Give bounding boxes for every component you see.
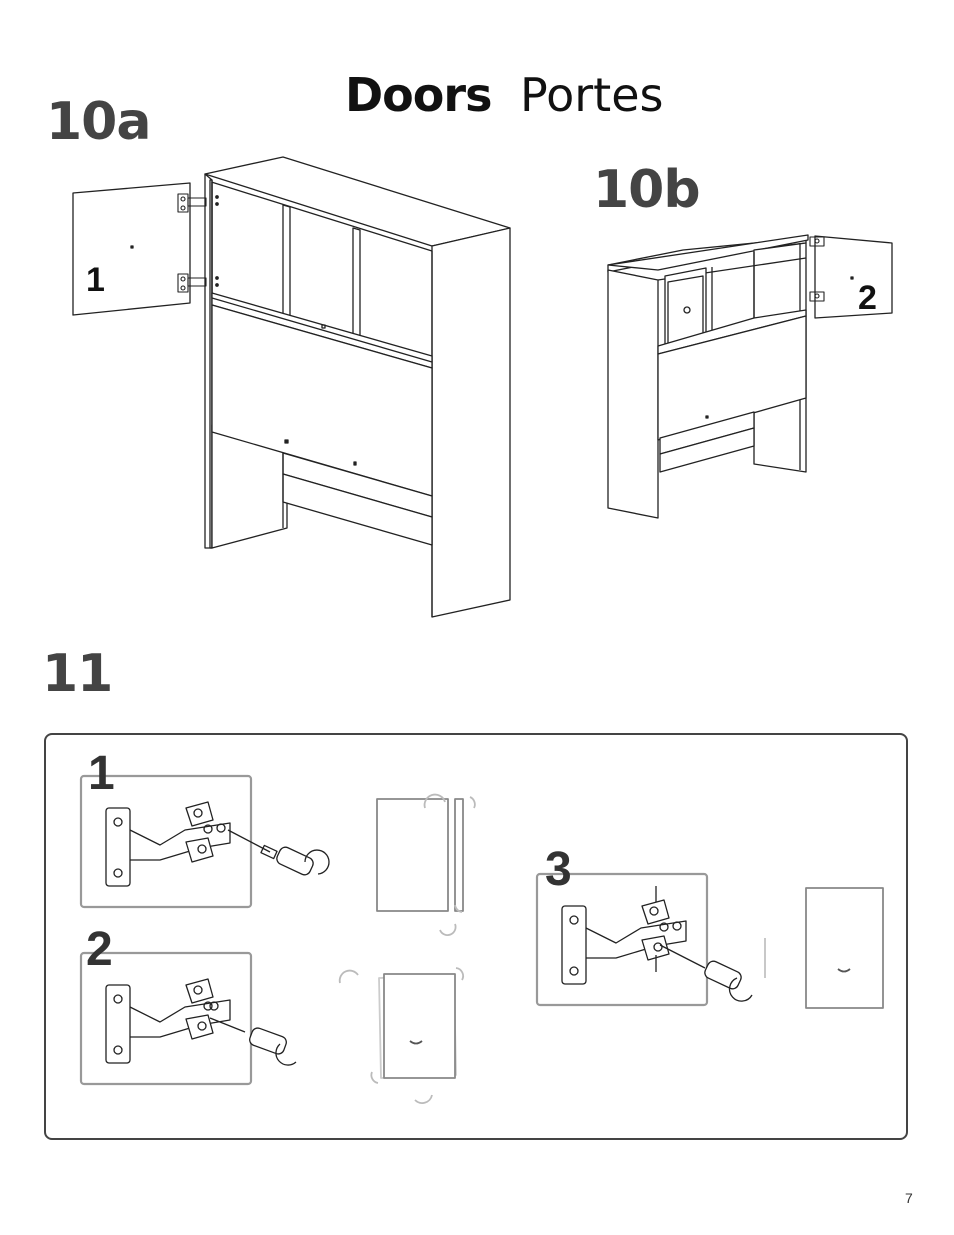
page-title-light: Portes — [520, 68, 663, 122]
substep-label-1: 1 — [88, 746, 115, 801]
page-number: 7 — [905, 1190, 913, 1206]
substep-label-3: 3 — [545, 842, 572, 897]
door-label-left: 1 — [86, 261, 105, 300]
step-label-11: 11 — [42, 644, 112, 704]
cabinet-10b-illustration — [608, 235, 892, 518]
cabinet-10a-illustration — [73, 157, 510, 617]
page-title-bold: Doors — [345, 68, 491, 122]
step-11-panel — [44, 733, 908, 1140]
step-label-10b: 10b — [593, 160, 700, 220]
substep-label-2: 2 — [86, 922, 113, 977]
step-label-10a: 10a — [46, 92, 150, 152]
door-label-right: 2 — [858, 279, 877, 318]
